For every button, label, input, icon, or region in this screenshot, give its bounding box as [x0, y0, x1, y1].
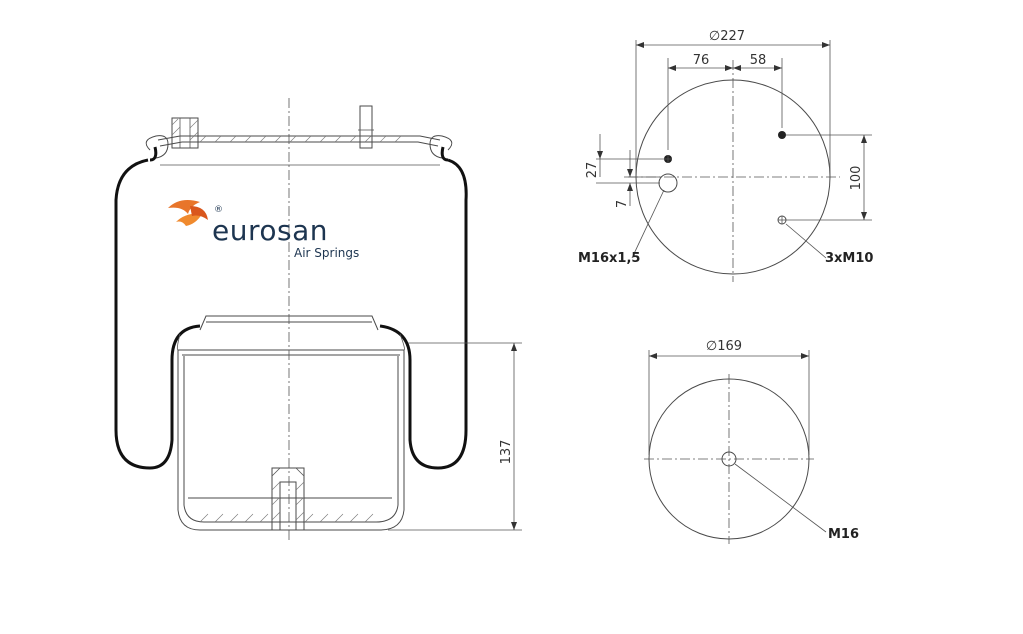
air-inlet-thread-label: M16x1,5 — [578, 251, 640, 266]
stud-spacing-dimension: 100 — [786, 134, 872, 221]
brand-logo: ® eurosan Air Springs — [168, 200, 359, 260]
mounting-stud — [358, 105, 374, 149]
top-bead-plate — [145, 135, 453, 166]
vertical-offset-a-label: 27 — [585, 162, 600, 179]
bottom-thread-insert — [271, 467, 305, 531]
studs-thread-label: 3xM10 — [825, 251, 873, 266]
height-dimension-label: 137 — [499, 440, 514, 465]
brand-name: eurosan — [212, 214, 328, 247]
top-diameter-dimension: ∅227 — [635, 29, 831, 177]
vertical-offset-b-label: 7 — [615, 200, 630, 208]
piston — [176, 315, 405, 531]
bottom-diameter-dimension: ∅169 — [648, 339, 810, 455]
stud-spacing-label: 100 — [849, 166, 864, 191]
side-view: 137 — [114, 98, 522, 540]
bottom-plate-view: ∅169 M16 — [644, 339, 859, 544]
rubber-bellows — [114, 158, 468, 470]
horizontal-offset-dimensions: 76 58 — [667, 53, 783, 150]
bottom-thread-label: M16 — [828, 527, 859, 542]
bottom-thread-hole — [721, 451, 737, 467]
offset-right-label: 58 — [750, 53, 767, 68]
brand-tagline: Air Springs — [294, 246, 359, 260]
bottom-diameter-label: ∅169 — [706, 339, 742, 354]
offset-left-label: 76 — [693, 53, 710, 68]
height-dimension: 137 — [388, 342, 522, 531]
air-inlet-fitting — [171, 117, 199, 149]
top-plate-view: ∅227 76 58 27 7 100 — [578, 29, 873, 282]
logo-mark-icon — [168, 200, 208, 226]
vertical-offset-dimensions: 27 7 — [585, 134, 664, 208]
registered-mark: ® — [214, 205, 223, 215]
top-diameter-label: ∅227 — [709, 29, 745, 44]
stud-hole — [778, 131, 786, 139]
